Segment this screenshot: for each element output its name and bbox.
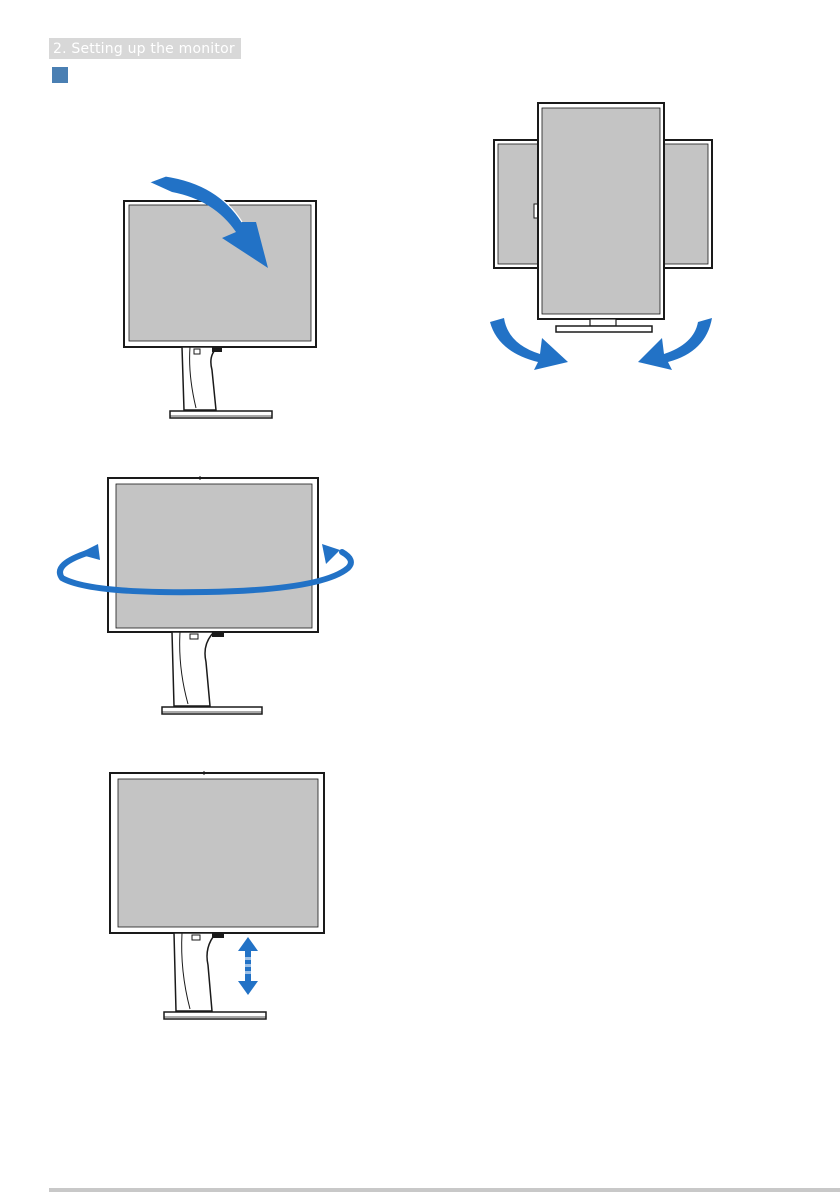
height-illustration [100,765,340,1027]
monitor-front [108,476,318,632]
section-header-bar: 2. Setting up the monitor [49,38,241,59]
footer-rule [49,1188,840,1192]
pivot-stand [556,319,652,332]
section-title: 2. Setting up the monitor [53,41,235,57]
monitor-stand [170,347,272,418]
monitor-landscape-right [664,140,712,268]
section-marker [52,67,68,83]
monitor-front [124,201,316,347]
tilt-illustration [100,170,340,432]
pivot-illustration [480,100,730,376]
height-adjust-arrow-icon [238,937,258,995]
monitor-landscape-left [494,140,542,268]
monitor-portrait [538,103,664,319]
monitor-stand [162,632,262,714]
swivel-illustration [50,470,370,720]
monitor-front [110,771,324,933]
